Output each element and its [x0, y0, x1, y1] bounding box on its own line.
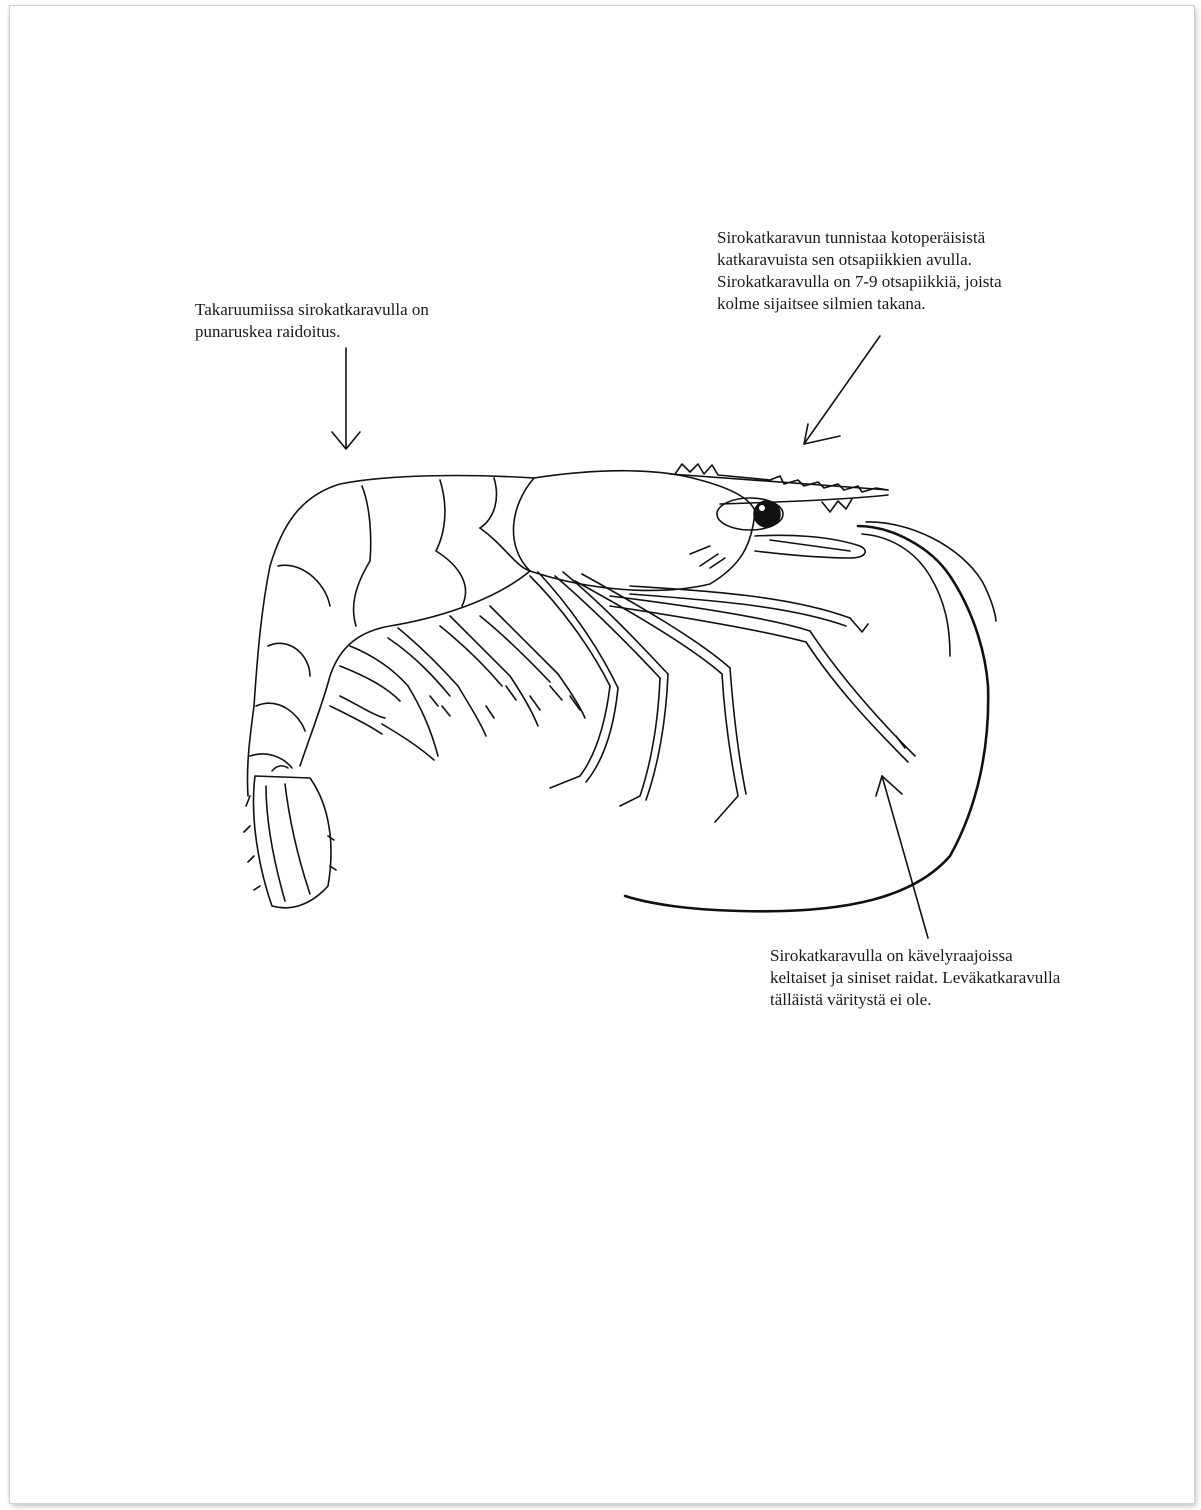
shrimp-carapace [513, 471, 755, 591]
document-page: Takaruumiissa sirokatkaravulla on punaru… [10, 6, 1194, 1503]
pleopods [330, 606, 585, 760]
tail-fan [244, 766, 336, 908]
antennal-scale [690, 535, 865, 568]
shrimp-abdomen [247, 476, 534, 796]
shrimp-illustration [10, 6, 1194, 1503]
walking-legs [530, 572, 915, 822]
walking-legs-arrow [876, 776, 928, 938]
rostrum [670, 464, 888, 512]
antennae [625, 522, 996, 911]
rostrum-spines-arrow [804, 336, 880, 444]
tail-stripes-arrow [332, 348, 360, 449]
